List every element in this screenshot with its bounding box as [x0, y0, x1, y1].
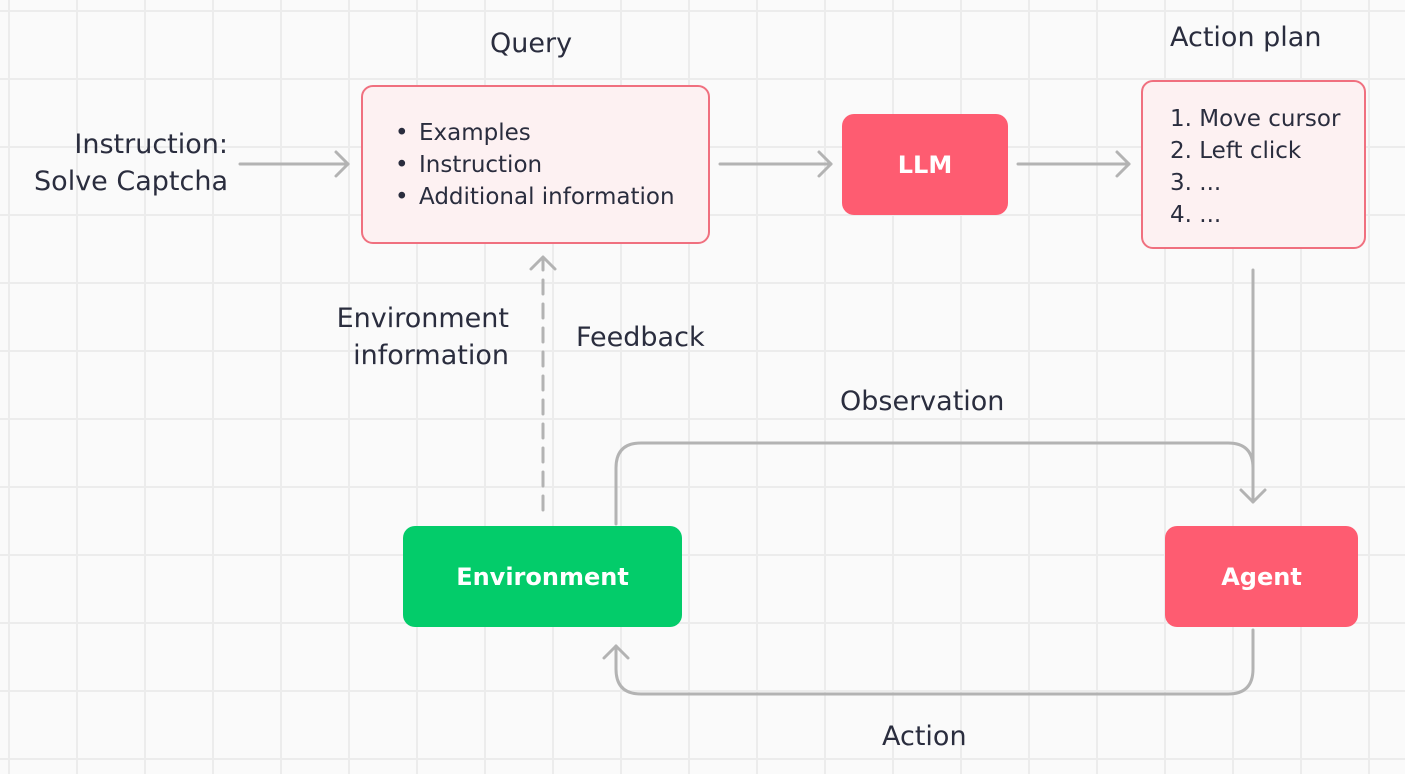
query-box: Examples Instruction Additional informat…	[361, 85, 710, 244]
query-item-instruction: Instruction	[395, 149, 675, 181]
env-info-line-2: information	[353, 340, 509, 372]
arrow-instruction-to-query	[238, 150, 350, 178]
arrow-action	[602, 628, 1255, 696]
action-plan-step-2: 2. Left click	[1170, 138, 1302, 164]
environment-label: Environment	[456, 562, 629, 591]
query-item-examples: Examples	[395, 117, 675, 149]
feedback-label: Feedback	[576, 322, 705, 353]
arrow-query-to-llm	[718, 150, 833, 178]
environment-node: Environment	[403, 526, 682, 627]
action-plan-box: 1. Move cursor 2. Left click 3. ... 4. .…	[1141, 80, 1366, 249]
instruction-label: Instruction: Solve Captcha	[34, 126, 228, 201]
action-label: Action	[882, 721, 967, 752]
action-plan-step-4: 4. ...	[1170, 202, 1222, 228]
instruction-line-1: Instruction:	[74, 129, 228, 160]
action-plan-title: Action plan	[1170, 22, 1322, 53]
llm-label: LLM	[897, 150, 953, 179]
query-title: Query	[490, 28, 573, 59]
environment-information-label: Environment information	[337, 300, 509, 375]
arrow-observation	[614, 441, 1255, 526]
arrow-feedback	[529, 255, 557, 512]
instruction-line-2: Solve Captcha	[34, 166, 228, 198]
action-plan-step-3: 3. ...	[1170, 170, 1222, 196]
env-info-line-1: Environment	[336, 303, 509, 334]
agent-node: Agent	[1165, 526, 1358, 627]
action-plan-items: 1. Move cursor 2. Left click 3. ... 4. .…	[1170, 103, 1340, 231]
query-item-additional-info: Additional information	[395, 181, 675, 213]
query-items: Examples Instruction Additional informat…	[395, 117, 675, 213]
observation-label: Observation	[840, 386, 1005, 417]
llm-node: LLM	[842, 114, 1008, 215]
action-plan-step-1: 1. Move cursor	[1170, 106, 1341, 132]
agent-label: Agent	[1221, 562, 1302, 591]
arrow-llm-to-action-plan	[1016, 150, 1131, 178]
